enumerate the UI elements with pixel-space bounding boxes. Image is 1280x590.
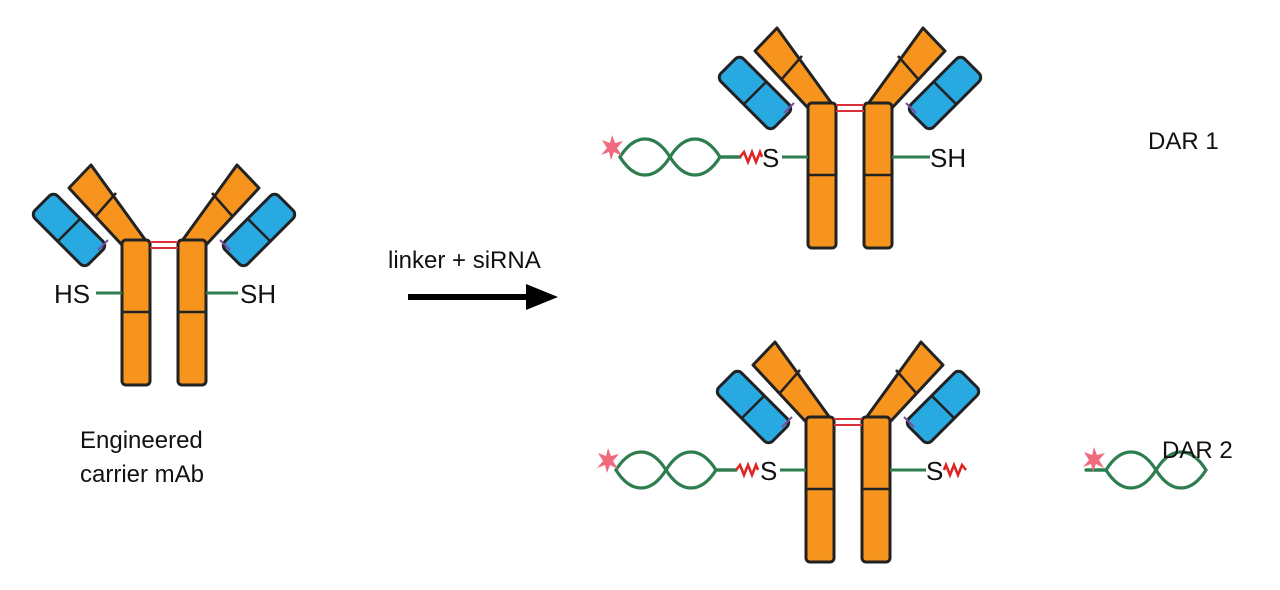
reaction-arrow <box>408 284 558 310</box>
dar2-right-s-label: S <box>926 456 943 486</box>
carrier-label-line1: Engineered <box>80 427 203 454</box>
dar1-antibody <box>715 26 985 250</box>
dar2-left-linker <box>734 461 760 479</box>
dar2-label: DAR 2 <box>1162 437 1233 464</box>
dar1-linker <box>738 148 764 166</box>
dar1-sirna <box>618 137 742 177</box>
dar2-antibody <box>713 340 983 564</box>
left-hs-label: HS <box>54 279 90 309</box>
left-sh-label: SH <box>240 279 276 309</box>
carrier-antibody <box>29 163 299 387</box>
antibody-shape <box>29 163 299 387</box>
dar2-right-linker <box>942 461 968 479</box>
dar1-s-label: S <box>762 143 779 173</box>
dar2-right-payload-marker <box>1083 447 1105 472</box>
dar2-left-s-label: S <box>760 456 777 486</box>
antibody-shape <box>713 340 983 564</box>
dar1-sh-label: SH <box>930 143 966 173</box>
dar2-left-sirna <box>614 450 738 490</box>
antibody-shape <box>715 26 985 250</box>
carrier-label-line2: carrier mAb <box>80 461 204 488</box>
reaction-label: linker + siRNA <box>388 247 541 274</box>
dar1-label: DAR 1 <box>1148 128 1219 155</box>
